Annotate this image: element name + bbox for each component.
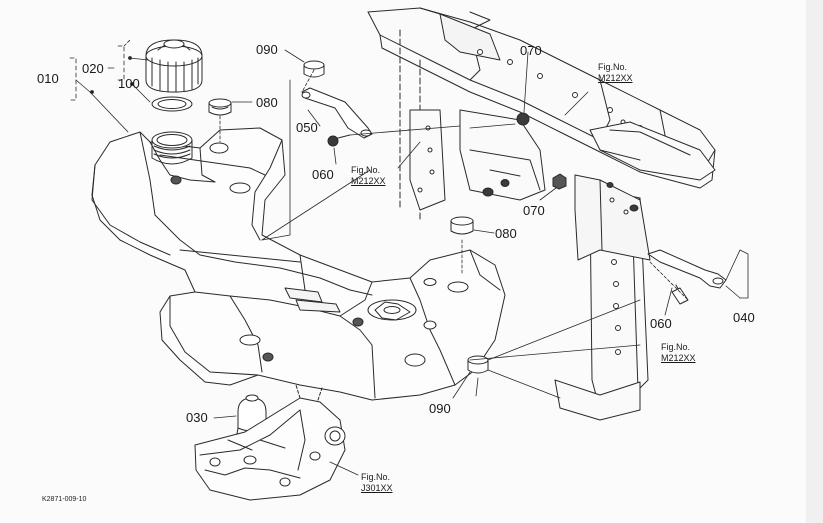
- engine-bracket: [194, 384, 346, 501]
- strap-040: [647, 249, 727, 289]
- fig-ref-3-code: M212XX: [661, 353, 696, 363]
- callout-080-mid: 080: [495, 226, 517, 241]
- callout-090-top: 090: [256, 42, 278, 57]
- cushion-080-top: [208, 98, 232, 116]
- right-margin-strip: [806, 0, 823, 523]
- callout-060-right: 060: [650, 316, 672, 331]
- callout-060-top: 060: [312, 167, 334, 182]
- callout-010: 010: [37, 71, 59, 86]
- callout-050: 050: [296, 120, 318, 135]
- fig-ref-2-code: M212XX: [351, 176, 386, 186]
- nut-070-lower: [552, 173, 567, 190]
- fig-ref-1: Fig.No. M212XX: [598, 62, 633, 84]
- fig-ref-1-code: M212XX: [598, 73, 633, 83]
- fig-ref-3-label: Fig.No.: [661, 342, 691, 352]
- callout-100: 100: [118, 76, 140, 91]
- callout-030: 030: [186, 410, 208, 425]
- callout-020: 020: [82, 61, 104, 76]
- fig-ref-1-label: Fig.No.: [598, 62, 628, 72]
- strap-050: [301, 87, 373, 139]
- cushion-090-low: [467, 355, 489, 374]
- callout-080-top: 080: [256, 95, 278, 110]
- drawing-code: K2871-009-10: [42, 496, 87, 503]
- callout-070-upper: 070: [520, 43, 542, 58]
- frame-assembly: [367, 7, 716, 421]
- fig-ref-4-code: J301XX: [361, 483, 393, 493]
- fig-ref-3: Fig.No. M212XX: [661, 342, 696, 364]
- callout-040: 040: [733, 310, 755, 325]
- fig-ref-2-label: Fig.No.: [351, 165, 381, 175]
- cushion-080-mid: [450, 216, 474, 235]
- bolt-060-top: [327, 134, 351, 147]
- bolt-060-right: [671, 284, 689, 305]
- leader-lines: [69, 39, 749, 476]
- fuel-tank: [91, 127, 506, 401]
- fig-ref-4-label: Fig.No.: [361, 472, 391, 482]
- fig-ref-4: Fig.No. J301XX: [361, 472, 393, 494]
- cushion-090-top: [303, 60, 325, 78]
- nut-070-upper: [516, 112, 530, 126]
- callout-090-low: 090: [429, 401, 451, 416]
- fig-ref-2: Fig.No. M212XX: [351, 165, 386, 187]
- filler-cap-020: [145, 39, 203, 93]
- callout-070-lower: 070: [523, 203, 545, 218]
- gasket-100: [151, 96, 193, 112]
